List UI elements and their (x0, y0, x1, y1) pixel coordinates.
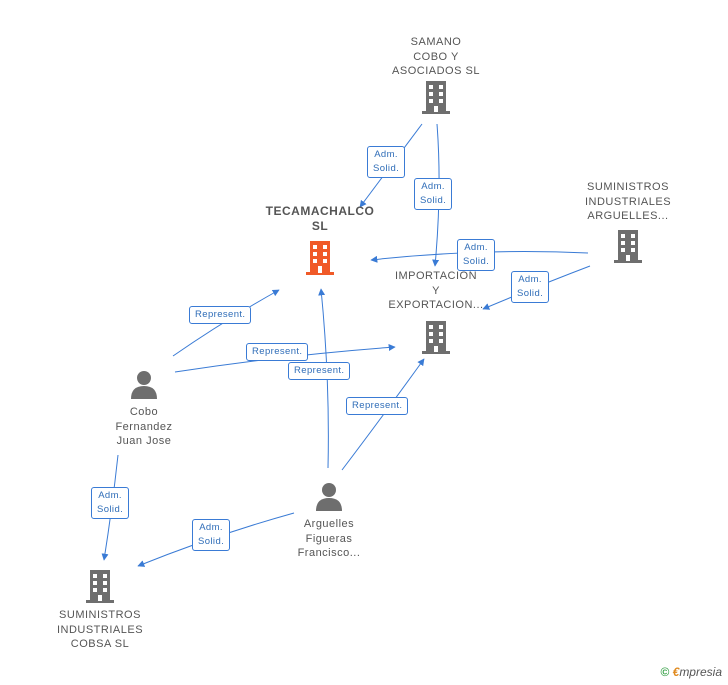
node-label-line: COBO Y (413, 50, 459, 63)
building-icon (422, 80, 450, 114)
edge-label-adm-solid: Adm. Solid. (367, 146, 406, 178)
node-suministros-arguelles[interactable]: SUMINISTROS INDUSTRIALES ARGUELLES... (572, 180, 684, 264)
node-label-line: SAMANO (410, 36, 462, 48)
node-label-line: EXPORTACION... (388, 299, 484, 311)
node-label-line: SUMINISTROS (587, 181, 669, 193)
edge-label-represent: Represent. (346, 397, 409, 415)
building-icon (422, 320, 450, 354)
node-tecamachalco[interactable]: TECAMACHALCO SL (250, 204, 390, 277)
node-label-line: TECAMACHALCO (265, 204, 375, 218)
edge-arguelles-importacion (341, 358, 425, 471)
node-importacion-exportacion[interactable]: IMPORTACION Y EXPORTACION... (380, 269, 492, 355)
brand-initial: € (672, 665, 680, 679)
node-samano-cobo-asociados[interactable]: SAMANO COBO Y ASOCIADOS SL (380, 35, 492, 115)
person-icon (131, 371, 157, 399)
node-label-line: ASOCIADOS SL (392, 65, 480, 77)
building-icon (86, 570, 114, 603)
copyright-symbol: © (660, 665, 670, 679)
edge-label-adm-solid: Adm. Solid. (192, 519, 231, 551)
edge-label-represent: Represent. (288, 362, 351, 380)
node-label-line: SUMINISTROS (59, 609, 141, 621)
node-label-line: IMPORTACION (394, 270, 478, 282)
node-label-line: ARGUELLES... (587, 210, 669, 222)
edge-label-adm-solid: Adm. Solid. (91, 487, 130, 519)
edge-label-represent: Represent. (189, 306, 252, 324)
node-label-line: COBSA SL (70, 638, 130, 650)
node-label-line: Fernandez (115, 420, 173, 433)
empresia-watermark: © €mpresia (660, 665, 722, 679)
node-label-line: SL (311, 218, 329, 233)
edge-label-adm-solid: Adm. Solid. (511, 271, 550, 303)
edge-label-represent: Represent. (246, 343, 309, 361)
edge-label-adm-solid: Adm. Solid. (414, 178, 453, 210)
edge-label-adm-solid: Adm. Solid. (457, 239, 496, 271)
person-icon (316, 483, 342, 511)
brand-name: mpresia (679, 665, 722, 679)
node-label-line: Arguelles (303, 518, 355, 530)
node-label-line: INDUSTRIALES (584, 195, 672, 208)
node-label-line: Francisco... (297, 547, 361, 559)
node-label-line: Figueras (305, 532, 353, 545)
node-cobo-fernandez[interactable]: Cobo Fernandez Juan Jose (94, 369, 194, 449)
node-arguelles-figueras[interactable]: Arguelles Figueras Francisco... (277, 481, 381, 561)
node-label-line: Cobo (129, 406, 159, 418)
node-label-line: Y (432, 284, 440, 297)
building-icon (306, 241, 334, 275)
node-label-line: INDUSTRIALES (56, 623, 144, 636)
node-label-line: Juan Jose (116, 435, 172, 447)
node-suministros-cobsa[interactable]: SUMINISTROS INDUSTRIALES COBSA SL (44, 568, 156, 652)
building-icon (614, 229, 642, 263)
